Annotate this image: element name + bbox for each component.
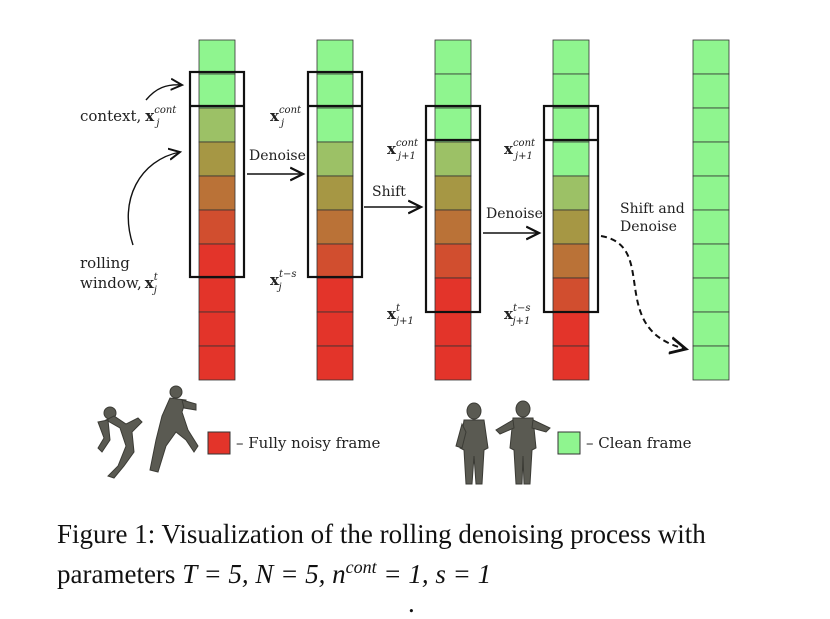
frame-cell	[317, 278, 353, 312]
frame-cell	[435, 278, 471, 312]
denoise-label-3: Denoise	[620, 219, 677, 235]
frame-cell	[317, 176, 353, 210]
frame-cell	[435, 142, 471, 176]
noisy-people-icon	[98, 386, 198, 478]
frame-cell	[693, 74, 729, 108]
frame-cell	[199, 142, 235, 176]
frame-cell	[693, 244, 729, 278]
frame-cell	[693, 312, 729, 346]
clean-people-icon	[456, 401, 550, 484]
frame-cell	[317, 74, 353, 108]
caption-line-1: Figure 1: Visualization of the rolling d…	[57, 518, 797, 551]
noisy-legend-label: – Fully noisy frame	[236, 434, 380, 452]
caption-line-2: parameters T = 5, N = 5, ncont = 1, s = …	[57, 551, 797, 591]
frame-cell	[199, 312, 235, 346]
frame-cell	[317, 210, 353, 244]
rolling-label: rolling	[80, 254, 130, 272]
frame-cell	[317, 40, 353, 74]
figure-caption: Figure 1: Visualization of the rolling d…	[57, 518, 797, 591]
frame-cell	[199, 278, 235, 312]
frame-cell	[199, 210, 235, 244]
frame-cell	[435, 40, 471, 74]
shift-and-denoise-arrow	[601, 236, 686, 349]
frame-cell	[553, 210, 589, 244]
frame-cell	[693, 142, 729, 176]
frame-cell	[553, 74, 589, 108]
frame-cell	[553, 142, 589, 176]
context-pointer-arrow	[146, 85, 182, 100]
frame-cell	[317, 108, 353, 142]
frame-cell	[435, 244, 471, 278]
frame-cell	[199, 108, 235, 142]
frame-cell	[553, 176, 589, 210]
frame-cell	[435, 312, 471, 346]
frame-cell	[317, 312, 353, 346]
frame-cell	[553, 312, 589, 346]
window-pointer-arrow	[128, 152, 180, 245]
frame-cell	[199, 176, 235, 210]
frame-cell	[553, 40, 589, 74]
frame-cell	[693, 346, 729, 380]
frame-cell	[199, 74, 235, 108]
frame-cell	[317, 244, 353, 278]
clean-legend-swatch	[558, 432, 580, 454]
frame-cell	[693, 40, 729, 74]
frame-cell	[553, 346, 589, 380]
frame-cell	[693, 278, 729, 312]
frame-cell	[435, 108, 471, 142]
denoise-label-2: Denoise	[486, 206, 543, 222]
frame-cell	[553, 278, 589, 312]
frame-cell	[435, 74, 471, 108]
noisy-legend-swatch	[208, 432, 230, 454]
shift-and-label: Shift and	[620, 201, 685, 217]
frame-cell	[317, 346, 353, 380]
frame-cell	[199, 244, 235, 278]
rolling-denoising-diagram: Denoise Shift Denoise Shift and Denoise …	[0, 0, 830, 510]
frame-cell	[317, 142, 353, 176]
caption-trailing-dot: .	[408, 588, 415, 619]
frame-cell	[199, 40, 235, 74]
frame-cell	[693, 108, 729, 142]
frame-cell	[553, 244, 589, 278]
frame-cell	[199, 346, 235, 380]
frame-cell	[553, 108, 589, 142]
clean-legend-label: – Clean frame	[586, 434, 692, 452]
caption-params: T = 5, N = 5, n	[182, 559, 345, 589]
shift-label: Shift	[372, 184, 406, 200]
frame-cell	[693, 176, 729, 210]
frame-cell	[693, 210, 729, 244]
denoise-label-1: Denoise	[249, 148, 306, 164]
frame-cell	[435, 176, 471, 210]
frame-cell	[435, 210, 471, 244]
frame-cell	[435, 346, 471, 380]
